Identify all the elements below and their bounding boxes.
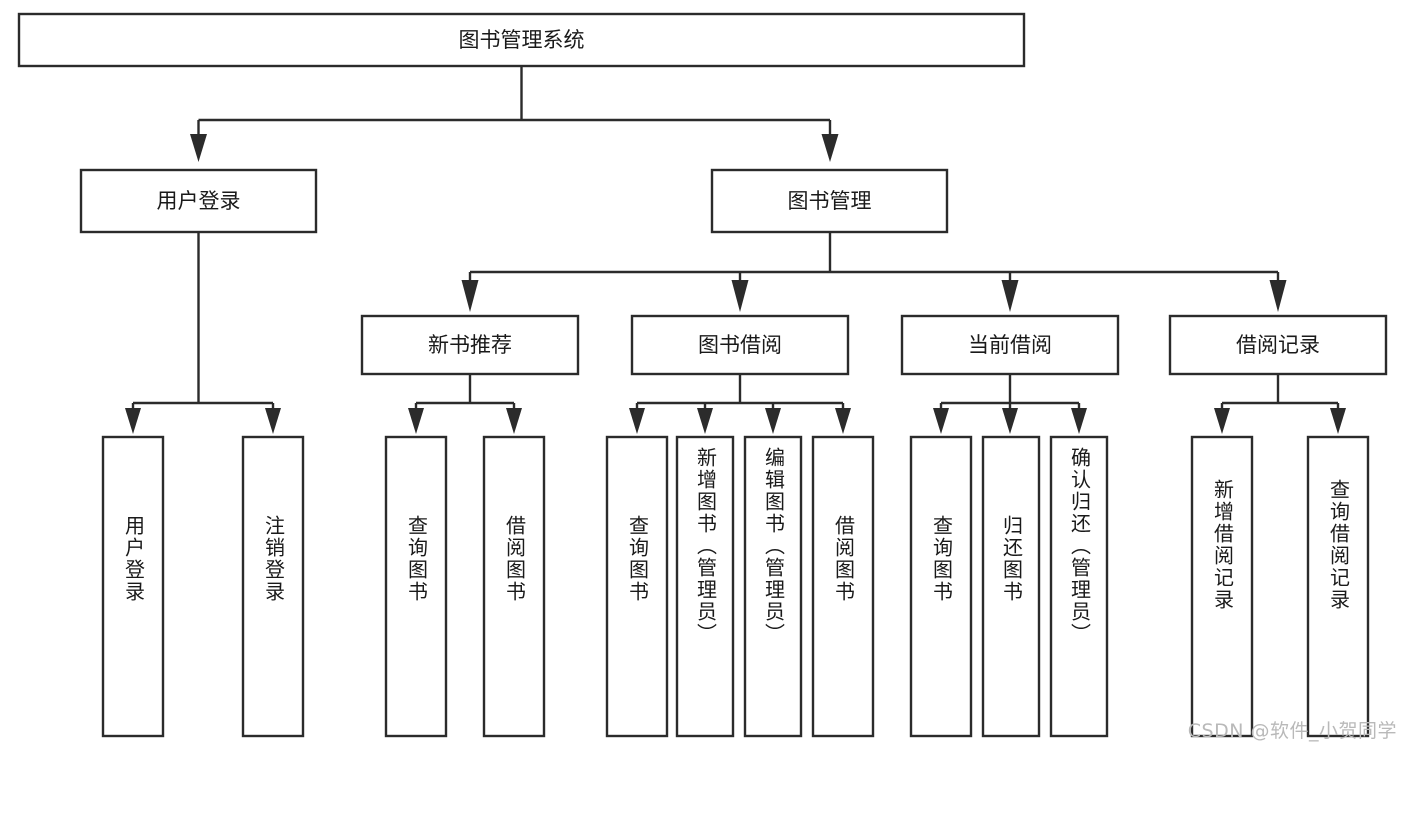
arrowhead-bb-edit-book <box>765 408 781 434</box>
diagram-canvas: 图书管理系统 用户登录 图书管理 新书推荐 图书借阅 当前借阅 借阅记录 <box>17 12 1397 742</box>
arrowhead-book-borrow <box>731 280 749 312</box>
arrowhead-br-query-record <box>1330 408 1346 434</box>
node-book-borrow-box[interactable] <box>630 314 850 376</box>
connector-group-new-book-recommend <box>408 374 522 434</box>
connector-group-borrow-record <box>1214 374 1346 434</box>
connector-group-user-login <box>125 232 281 434</box>
node-root-box[interactable] <box>17 12 1026 68</box>
node-book-management-label: 图书管理 <box>788 189 872 213</box>
node-book-management[interactable]: 图书管理 <box>710 168 949 234</box>
node-borrow-record[interactable]: 借阅记录 <box>1168 314 1388 376</box>
arrowhead-cb-return-book <box>1002 408 1018 434</box>
node-root[interactable]: 图书管理系统 <box>17 12 1026 68</box>
arrowhead-bb-borrow-book <box>835 408 851 434</box>
arrowhead-bb-query-book <box>629 408 645 434</box>
leaf-box-bb-query-book[interactable] <box>605 435 669 738</box>
node-book-borrow-label: 图书借阅 <box>698 333 782 357</box>
arrowhead-leaf-user-login <box>125 408 141 434</box>
arrowhead-nbr-borrow-book <box>506 408 522 434</box>
arrowhead-bb-add-book <box>697 408 713 434</box>
leaf-box-bb-edit-book[interactable] <box>743 435 803 738</box>
connector-group-book-borrow <box>629 374 851 434</box>
leaf-box-bb-borrow-book[interactable] <box>811 435 875 738</box>
arrowhead-borrow-record <box>1269 280 1287 312</box>
leaf-box-nbr-query-book[interactable] <box>384 435 448 738</box>
leaf-box-br-query-record[interactable] <box>1306 435 1370 738</box>
arrowhead-leaf-logout <box>265 408 281 434</box>
node-user-login-box[interactable] <box>79 168 318 234</box>
arrowhead-br-add-record <box>1214 408 1230 434</box>
arrowhead-new-book-recommend <box>461 280 479 312</box>
connector-group-book-mgmt <box>461 232 1287 312</box>
leaf-box-bb-add-book[interactable] <box>675 435 735 738</box>
arrowhead-cb-query-book <box>933 408 949 434</box>
node-root-label: 图书管理系统 <box>459 28 585 52</box>
arrowhead-cb-confirm-return <box>1071 408 1087 434</box>
node-user-login[interactable]: 用户登录 <box>79 168 318 234</box>
diagram-svg: 图书管理系统 用户登录 图书管理 新书推荐 图书借阅 当前借阅 借阅记录 <box>17 12 1388 738</box>
node-current-borrow[interactable]: 当前借阅 <box>900 314 1120 376</box>
node-book-management-box[interactable] <box>710 168 949 234</box>
node-new-book-recommend-box[interactable] <box>360 314 580 376</box>
node-borrow-record-label: 借阅记录 <box>1236 333 1320 357</box>
leaf-boxes <box>101 435 1370 738</box>
leaf-box-br-add-record[interactable] <box>1190 435 1254 738</box>
node-new-book-recommend-label: 新书推荐 <box>428 333 512 357</box>
leaf-box-nbr-borrow-book[interactable] <box>482 435 546 738</box>
connector-group-root <box>190 66 839 162</box>
leaf-box-user-login[interactable] <box>101 435 165 738</box>
arrowhead-current-borrow <box>1001 280 1019 312</box>
csdn-watermark: CSDN @软件_小贺同学 <box>1187 720 1397 742</box>
node-user-login-label: 用户登录 <box>157 189 241 213</box>
node-borrow-record-box[interactable] <box>1168 314 1388 376</box>
leaf-box-cb-confirm-return[interactable] <box>1049 435 1109 738</box>
node-book-borrow[interactable]: 图书借阅 <box>630 314 850 376</box>
node-current-borrow-label: 当前借阅 <box>968 333 1052 357</box>
leaf-box-cb-return-book[interactable] <box>981 435 1041 738</box>
leaf-box-cb-query-book[interactable] <box>909 435 973 738</box>
arrowhead-nbr-query-book <box>408 408 424 434</box>
connector-group-current-borrow <box>933 374 1087 434</box>
node-new-book-recommend[interactable]: 新书推荐 <box>360 314 580 376</box>
leaf-box-logout[interactable] <box>241 435 305 738</box>
arrowhead-book-mgmt <box>821 134 839 162</box>
node-current-borrow-box[interactable] <box>900 314 1120 376</box>
arrowhead-user-login <box>190 134 207 162</box>
